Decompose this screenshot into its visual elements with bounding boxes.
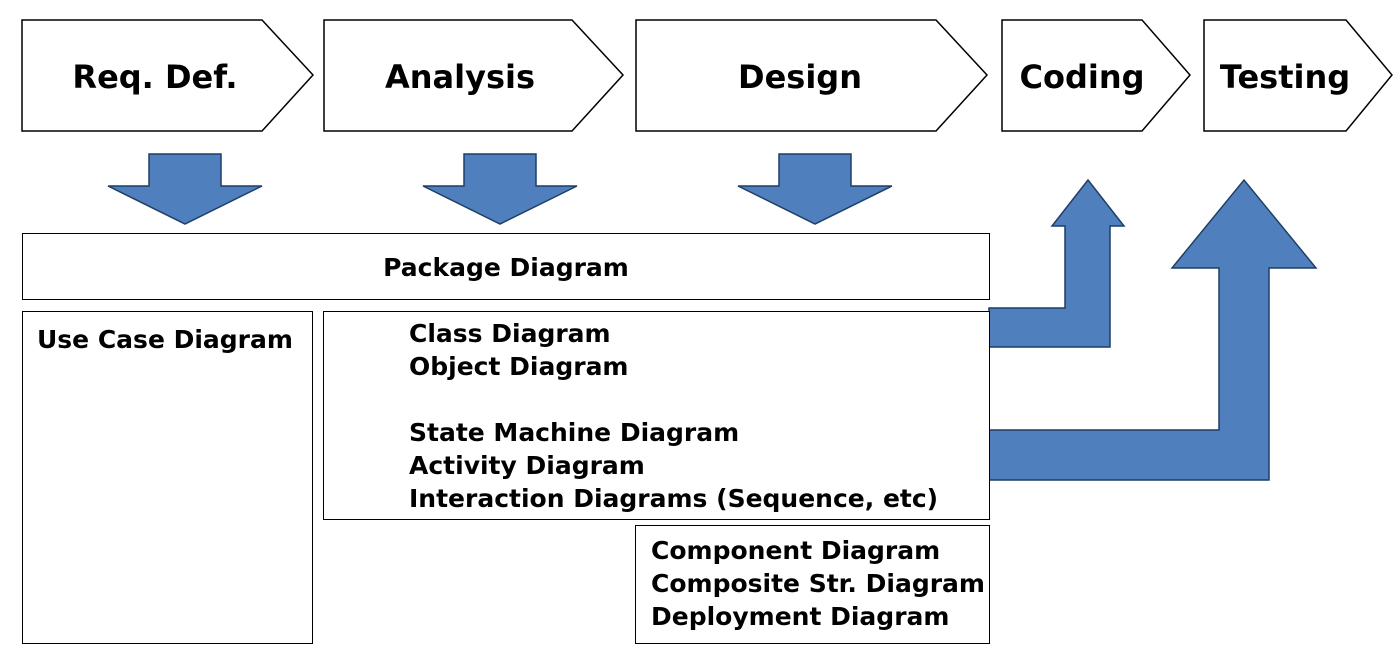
- up-arrow-to-coding: [988, 178, 1126, 348]
- structure-behavior-box: Class Diagram Object Diagram State Machi…: [323, 311, 990, 520]
- down-arrow-design: [737, 153, 893, 225]
- use-case-diagram-label: Use Case Diagram: [37, 325, 293, 354]
- phase-coding: Coding: [1001, 19, 1191, 132]
- list-spacer: [409, 383, 938, 416]
- phase-shape-testing: [1203, 19, 1393, 132]
- phase-testing: Testing: [1203, 19, 1393, 132]
- phase-design: Design: [635, 19, 989, 132]
- package-diagram-box: Package Diagram: [22, 233, 990, 300]
- interaction-diagrams-label: Interaction Diagrams (Sequence, etc): [409, 484, 939, 513]
- phase-shape-analysis: [323, 19, 625, 132]
- component-diagram-label: Component Diagram: [651, 536, 941, 565]
- phase-label-req-def: Req. Def.: [72, 58, 237, 96]
- implementation-box: Component Diagram Composite Str. Diagram…: [635, 525, 990, 644]
- implementation-list: Component Diagram Composite Str. Diagram…: [651, 534, 985, 633]
- state-machine-diagram-label: State Machine Diagram: [409, 418, 740, 447]
- use-case-diagram-box: Use Case Diagram: [22, 311, 313, 644]
- down-arrow-analysis: [422, 153, 578, 225]
- composite-structure-diagram-label: Composite Str. Diagram: [651, 569, 985, 598]
- phase-req-def: Req. Def.: [21, 19, 315, 132]
- deployment-diagram-label: Deployment Diagram: [651, 602, 950, 631]
- activity-diagram-label: Activity Diagram: [409, 451, 645, 480]
- package-diagram-label: Package Diagram: [383, 253, 629, 282]
- phase-shape-design: [635, 19, 989, 132]
- phase-label-design: Design: [738, 58, 862, 96]
- phase-label-coding: Coding: [1019, 58, 1144, 96]
- class-diagram-label: Class Diagram: [409, 319, 611, 348]
- phase-label-analysis: Analysis: [385, 58, 535, 96]
- phase-shape-coding: [1001, 19, 1191, 132]
- up-arrow-to-testing: [988, 178, 1318, 481]
- object-diagram-label: Object Diagram: [409, 352, 629, 381]
- phase-analysis: Analysis: [323, 19, 625, 132]
- phase-label-testing: Testing: [1220, 58, 1350, 96]
- down-arrow-req-def: [107, 153, 263, 225]
- structure-behavior-list: Class Diagram Object Diagram State Machi…: [409, 317, 938, 515]
- phase-shape-req-def: [21, 19, 315, 132]
